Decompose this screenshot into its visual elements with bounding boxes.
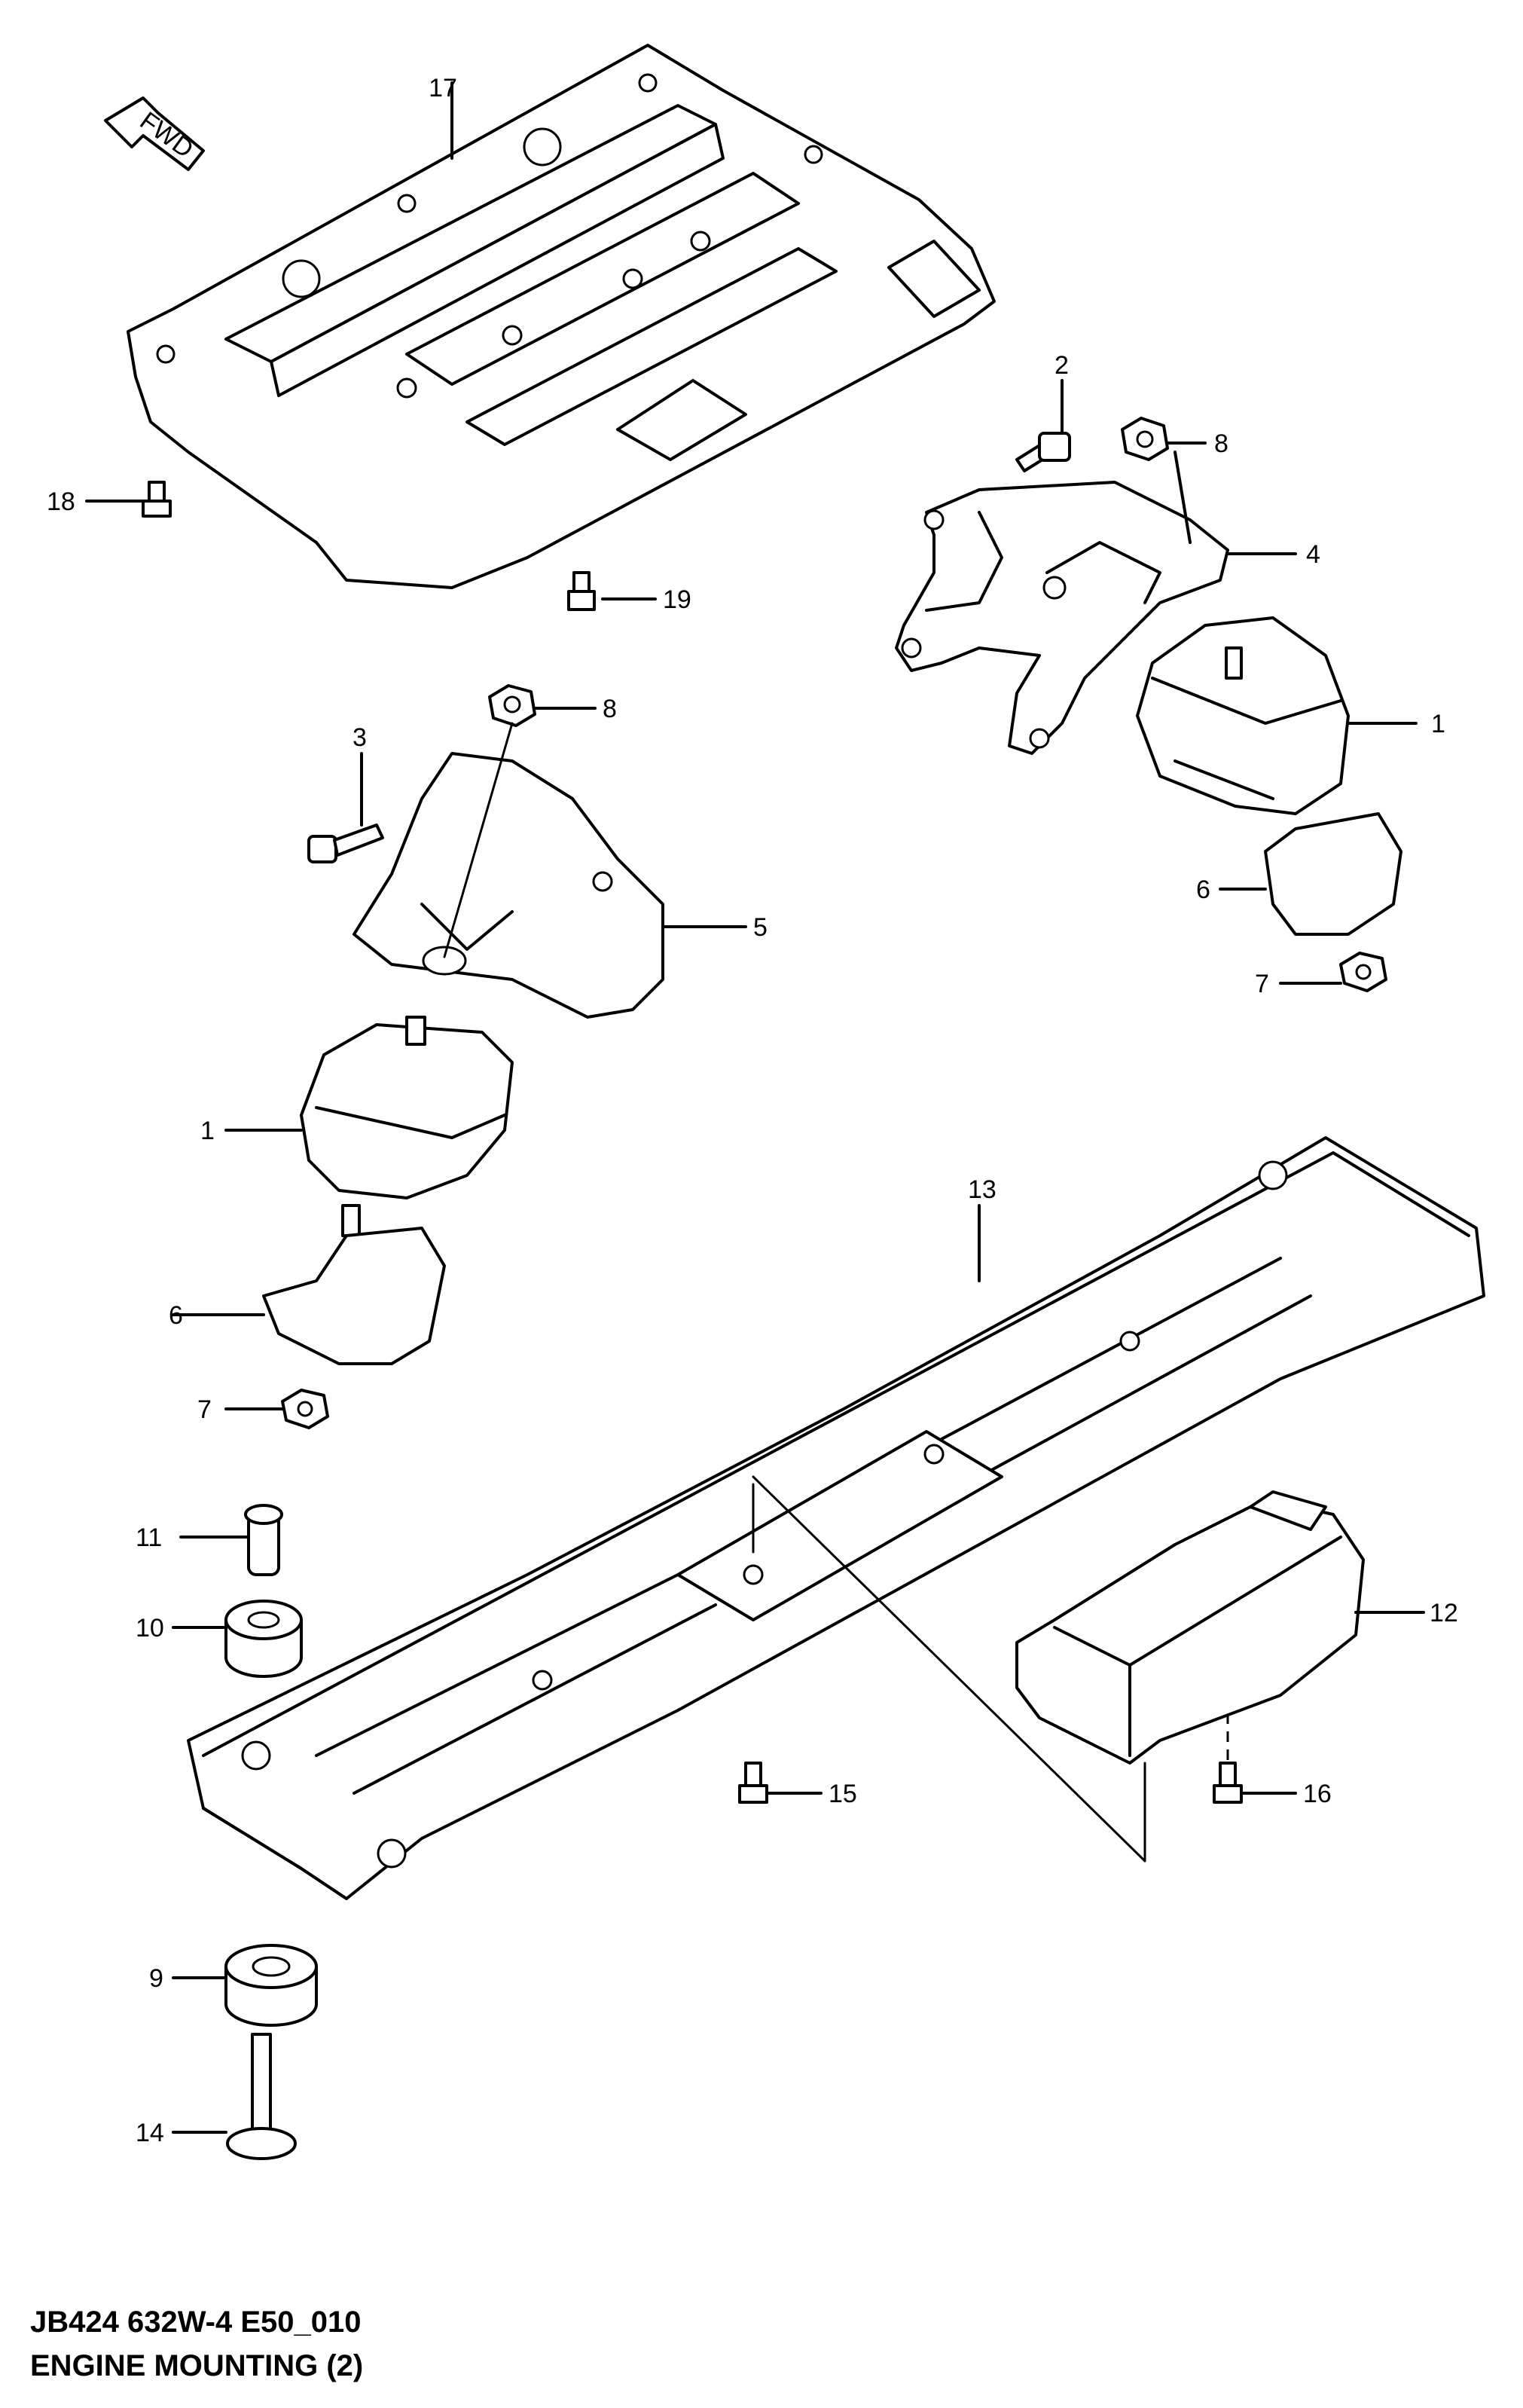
callout-19: 19 <box>663 585 691 614</box>
callout-1-left: 1 <box>200 1117 215 1145</box>
callout-1-right: 1 <box>1431 710 1445 738</box>
callout-15: 15 <box>829 1780 857 1808</box>
part-1-mount-right <box>1136 616 1418 815</box>
part-11-pin <box>179 1504 283 1576</box>
diagram-code: JB424 632W-4 E50_010 <box>30 2306 362 2339</box>
part-3-bolt <box>307 752 384 863</box>
part-18-bolt <box>85 481 172 518</box>
callout-6-left: 6 <box>169 1301 183 1330</box>
part-8-nut-middle <box>488 684 597 727</box>
part-6-cover-right <box>1219 812 1402 936</box>
part-7-nut-right <box>1279 952 1387 992</box>
callout-17: 17 <box>429 74 457 102</box>
callout-18: 18 <box>47 487 75 516</box>
part-5-bracket <box>353 722 747 1019</box>
part-7-nut-left <box>224 1389 329 1429</box>
assembly-leader-lines <box>752 1475 1146 1863</box>
callout-11: 11 <box>136 1523 162 1552</box>
callout-labels: 17 18 19 2 8 4 1 6 7 8 3 5 1 6 7 13 11 1… <box>47 74 1458 2147</box>
part-15-bolt <box>738 1762 823 1804</box>
callout-14: 14 <box>136 2119 164 2147</box>
callout-3: 3 <box>353 723 367 752</box>
part-17-under-cover <box>127 44 996 589</box>
part-8-nut-upper <box>1121 417 1207 461</box>
callout-4: 4 <box>1306 540 1320 569</box>
callout-5: 5 <box>753 913 768 942</box>
callout-13: 13 <box>968 1175 997 1204</box>
callout-8-upper: 8 <box>1214 429 1228 458</box>
callout-7-left: 7 <box>197 1395 212 1424</box>
part-9-bushing <box>172 1944 318 2027</box>
fwd-arrow-icon: FWD <box>104 96 205 171</box>
callout-10: 10 <box>136 1614 164 1643</box>
callout-16: 16 <box>1303 1780 1332 1808</box>
callout-7-right: 7 <box>1255 970 1269 998</box>
callout-9: 9 <box>149 1964 163 1993</box>
part-12-mount <box>1015 1490 1425 1765</box>
part-13-crossmember <box>187 1136 1485 1900</box>
part-10-bushing <box>172 1600 303 1678</box>
part-4-bracket <box>895 451 1297 755</box>
diagram-title: ENGINE MOUNTING (2) <box>30 2349 364 2382</box>
part-2-bolt <box>1015 379 1071 472</box>
part-1-mount-left <box>224 1016 514 1237</box>
callout-8-middle: 8 <box>603 695 617 723</box>
part-19-bolt <box>567 571 657 611</box>
part-6-cover-left <box>172 1227 446 1365</box>
part-14-bolt <box>172 2033 297 2160</box>
callout-12: 12 <box>1430 1599 1458 1627</box>
callout-6-right: 6 <box>1196 875 1210 904</box>
callout-2: 2 <box>1055 351 1069 380</box>
